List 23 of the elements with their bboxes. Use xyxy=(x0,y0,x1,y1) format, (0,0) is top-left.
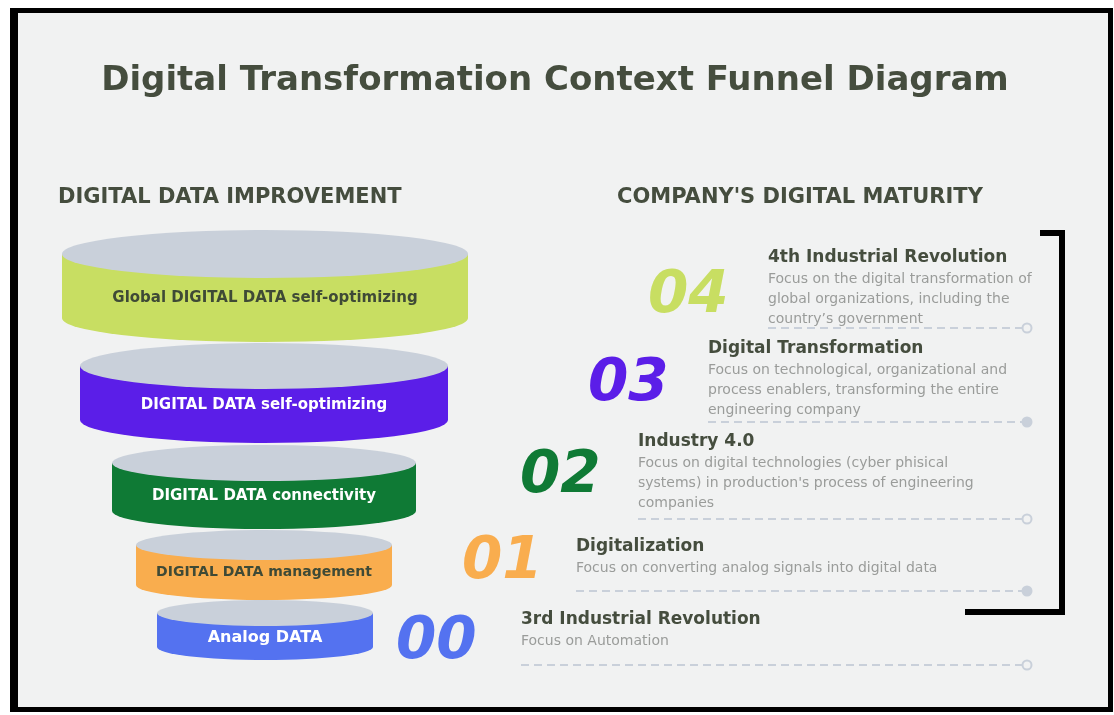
step-heading: Digitalization xyxy=(576,535,705,555)
step-description: Focus on digital technologies (cyber phisical systems) in production's process of engineering companies xyxy=(638,453,975,512)
tier-label: Analog DATA xyxy=(206,626,324,646)
step-number: 03 xyxy=(588,350,669,410)
step-description: Focus on Automation xyxy=(521,631,670,650)
section-heading: COMPANY'S DIGITAL MATURITY xyxy=(617,184,983,208)
step-heading: Digital Transformation xyxy=(708,337,924,357)
step-description: Focus on the digital transformation of global organizations, including the country’s government xyxy=(768,269,1033,328)
step-heading: 4th Industrial Revolution xyxy=(768,246,1008,266)
title: Digital Transformation Context Funnel Diagram xyxy=(100,57,1010,100)
step-description: Focus on technological, organizational and process enablers, transforming the entire engineering company xyxy=(708,360,1009,419)
step-number: 02 xyxy=(520,442,601,502)
section-heading: DIGITAL DATA IMPROVEMENT xyxy=(58,184,402,208)
tier-label: DIGITAL DATA management xyxy=(155,562,373,579)
tier-label: DIGITAL DATA connectivity xyxy=(151,486,377,504)
step-number: 04 xyxy=(648,262,729,322)
step-heading: 3rd Industrial Revolution xyxy=(521,608,761,628)
step-heading: Industry 4.0 xyxy=(638,430,755,450)
step-number: 00 xyxy=(396,608,477,668)
step-number: 01 xyxy=(462,528,543,588)
tier-label: Global DIGITAL DATA self-optimizing xyxy=(111,288,419,306)
step-description: Focus on converting analog signals into digital data xyxy=(576,558,939,577)
tier-label: DIGITAL DATA self-optimizing xyxy=(139,394,389,413)
